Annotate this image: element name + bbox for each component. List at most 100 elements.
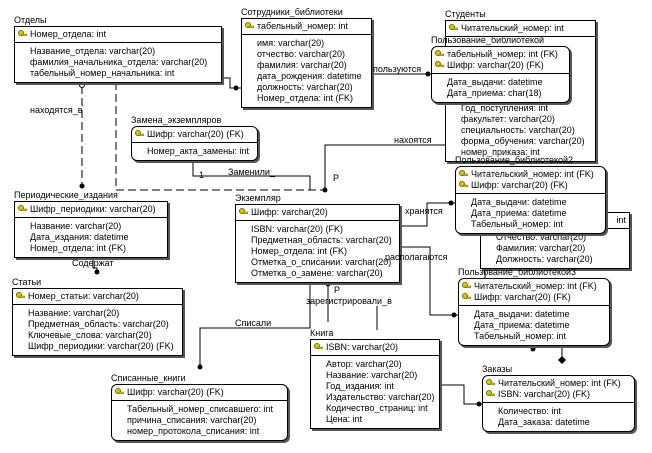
attribute-row: Дата_приема: char(18)	[447, 88, 542, 98]
attribute-row: номер_протокола_списания: int	[127, 426, 260, 436]
endpoint-hollow	[79, 82, 85, 88]
rel-nahodyatsya-v: находятся_в	[30, 105, 83, 115]
link-ekz-polz2	[400, 202, 455, 227]
primary-key-row: Номер_статьи: varchar(20)	[16, 291, 179, 302]
key-icon	[16, 292, 26, 300]
entity-box[interactable]: Шифр_периодики: varchar(20) Название: var…	[14, 201, 168, 258]
key-icon	[18, 30, 28, 38]
primary-key-section: Читательский_номер: int	[446, 21, 595, 37]
entity-box[interactable]: табельный_номер: int (FK)Шифр: varchar(2…	[431, 46, 570, 103]
link-zamena-ekz	[192, 160, 311, 190]
entity-title: Заказы	[482, 364, 513, 374]
endpoint-dot	[197, 364, 203, 370]
primary-key-row: Шифр: varchar(20) (FK)	[435, 60, 566, 71]
key-attribute: Читательский_номер: int	[461, 23, 564, 33]
entity-box[interactable]: Номер_статьи: varchar(20)Название: varch…	[12, 288, 183, 356]
entity-box[interactable]: Читательский_номер: int (FK)Шифр: varcha…	[458, 278, 610, 346]
entity-box[interactable]: Шифр: varchar(20) (FK)Номер_акта_замены:…	[131, 126, 258, 161]
attribute-row: Название_отдела: varchar(20)	[30, 46, 156, 56]
entity-box[interactable]: табельный_номер: int имя: varchar(20)отче…	[241, 18, 372, 108]
key-icon	[18, 205, 28, 213]
endpoint-dot	[322, 187, 328, 193]
key-icon	[486, 379, 496, 387]
attribute-row: Год_издания: int	[326, 381, 394, 391]
primary-key-section: Шифр: varchar(20) (FK)	[112, 385, 287, 401]
attribute-row: специальность: varchar(20)	[461, 125, 575, 135]
key-icon	[486, 390, 496, 398]
key-attribute: ISBN: varchar(20) (FK)	[498, 389, 591, 399]
entity-box[interactable]: Читательский_номер: int (FK)Шифр: varcha…	[455, 166, 606, 234]
attribute-row: отчество: varchar(20)	[257, 49, 345, 59]
key-attribute: Шифр_периодики: varchar(20)	[30, 204, 156, 214]
primary-key-row: int	[484, 215, 626, 226]
attribute-row: Издательство: varchar(20)	[326, 392, 435, 402]
rel-spisali: Списали	[235, 318, 272, 328]
attribute-row: Шифр_периодики: varchar(20) (FK)	[28, 341, 174, 351]
key-icon	[435, 50, 445, 58]
entity-box[interactable]: Шифр: varchar(20) (FK) Табельный_номер_сп…	[111, 384, 288, 441]
primary-key-row: Шифр: varchar(20) (FK)	[115, 387, 284, 398]
attribute-row: Дата_издания: datetime	[30, 232, 129, 242]
entity-title: Пользование_библиотекой3	[458, 267, 577, 277]
primary-key-row: Читательский_номер: int (FK)	[486, 378, 631, 389]
entity-box[interactable]: ISBN: varchar(20)Автор: varchar(20)Назва…	[310, 339, 440, 429]
key-attribute: Номер_отдела: int	[30, 29, 107, 39]
primary-key-section: Шифр_периодики: varchar(20)	[15, 202, 167, 218]
primary-key-row: Шифр_периодики: varchar(20)	[18, 204, 164, 215]
attribute-row: Год_поступления: int	[461, 103, 548, 113]
entity-box[interactable]: Читательский_номер: int (FK)ISBN: varcha…	[482, 375, 635, 432]
link-otdely-sotrudniki	[222, 77, 241, 89]
entity-title: Студенты	[445, 9, 486, 19]
entity-title: Статьи	[12, 277, 42, 287]
attribute-row: Дата_приема: datetime	[471, 208, 567, 218]
endpoint-dot	[425, 71, 431, 77]
key-attribute: Шифр: varchar(20) (FK)	[127, 387, 224, 397]
entity-box[interactable]: Шифр: varchar(20) ISBN: varchar(20) (FK)П…	[235, 204, 400, 283]
entity-title: Пользование_библиотекой	[431, 35, 545, 45]
endpoint-dot	[233, 85, 239, 91]
attribute-row: Номер_отдела: int (FK)	[30, 243, 127, 253]
attributes-section: имя: varchar(20)отчество: varchar(20)фам…	[242, 35, 371, 107]
attribute-row: Должность: varchar(20)	[496, 254, 593, 264]
attribute-row: Название: varchar(20)	[30, 221, 122, 231]
rel-raspolagayutsya: располагаются	[385, 252, 448, 262]
attribute-row: Номер_акта_замены: int	[147, 146, 250, 156]
rel-soderzhat: Содержат	[72, 258, 114, 268]
attributes-section: ISBN: varchar(20) (FK)Предметная_область…	[236, 221, 399, 282]
attributes-section: Название_отдела: varchar(20)фамилия_нача…	[15, 43, 221, 82]
primary-key-row: табельный_номер: int	[245, 21, 368, 32]
attribute-row: Фамилия: varchar(20)	[496, 243, 586, 253]
attribute-row: Дата_приема: datetime	[474, 320, 570, 330]
attribute-row: форма_обучения: varchar(20)	[461, 136, 585, 146]
link-ekz-spisannye	[199, 283, 311, 367]
primary-key-row: Читательский_номер: int (FK)	[462, 281, 606, 292]
endpoint-diamond	[558, 356, 566, 364]
entity-title: Замена_экземпляров	[131, 115, 222, 125]
endpoint-dot	[448, 200, 454, 206]
entity-title: Сотрудники_библиотеки	[241, 7, 343, 17]
rel-p-2: P	[334, 285, 341, 295]
primary-key-section: Читательский_номер: int (FK)ISBN: varcha…	[483, 376, 634, 403]
endpoint-dot	[451, 312, 457, 318]
key-attribute: Шифр: varchar(20)	[251, 207, 328, 217]
endpoint-dot	[476, 401, 482, 407]
key-icon	[435, 61, 445, 69]
entity-title: Периодические_издания	[14, 190, 118, 200]
key-attribute: табельный_номер: int (FK)	[447, 49, 558, 59]
attribute-row: фамилия_начальника_отдела: varchar(20)	[30, 57, 208, 67]
